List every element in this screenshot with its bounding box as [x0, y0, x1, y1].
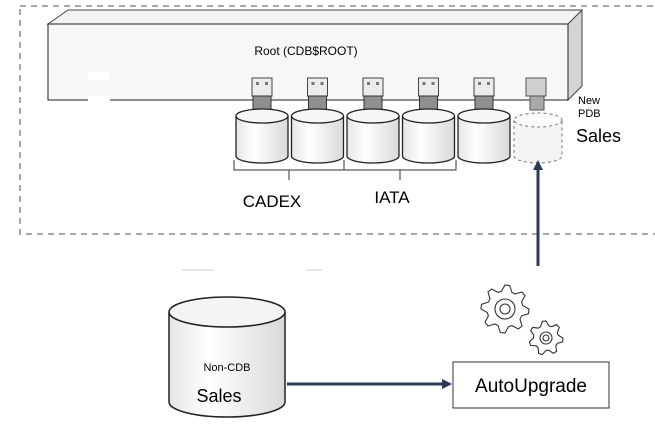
group-brackets	[233, 160, 457, 180]
pdb-cylinder	[457, 77, 511, 164]
gears-icon	[480, 284, 564, 356]
pdb-cylinder	[346, 77, 400, 164]
root-label: Root (CDB$ROOT)	[254, 44, 357, 58]
pdb-cylinder	[235, 77, 289, 164]
pdb-cylinder	[401, 77, 456, 164]
new-pdb-caption-line1: New	[578, 95, 600, 107]
autoupgrade-box	[452, 361, 610, 409]
autoupgrade-label: AutoUpgrade	[475, 376, 587, 397]
non-cdb-name: Sales	[196, 386, 241, 406]
cdb-container-border	[19, 5, 655, 235]
non-cdb-cylinder	[168, 296, 286, 418]
group-label-iata: IATA	[374, 188, 410, 207]
pdb-group	[235, 77, 511, 164]
new-pdb-name: Sales	[576, 126, 621, 146]
pdb-cylinder	[290, 77, 345, 164]
new-pdb-cylinder	[513, 77, 563, 164]
non-cdb-caption: Non-CDB	[203, 362, 250, 374]
group-label-cadex: CADEX	[243, 192, 302, 211]
new-pdb-caption-line2: PDB	[578, 108, 601, 120]
